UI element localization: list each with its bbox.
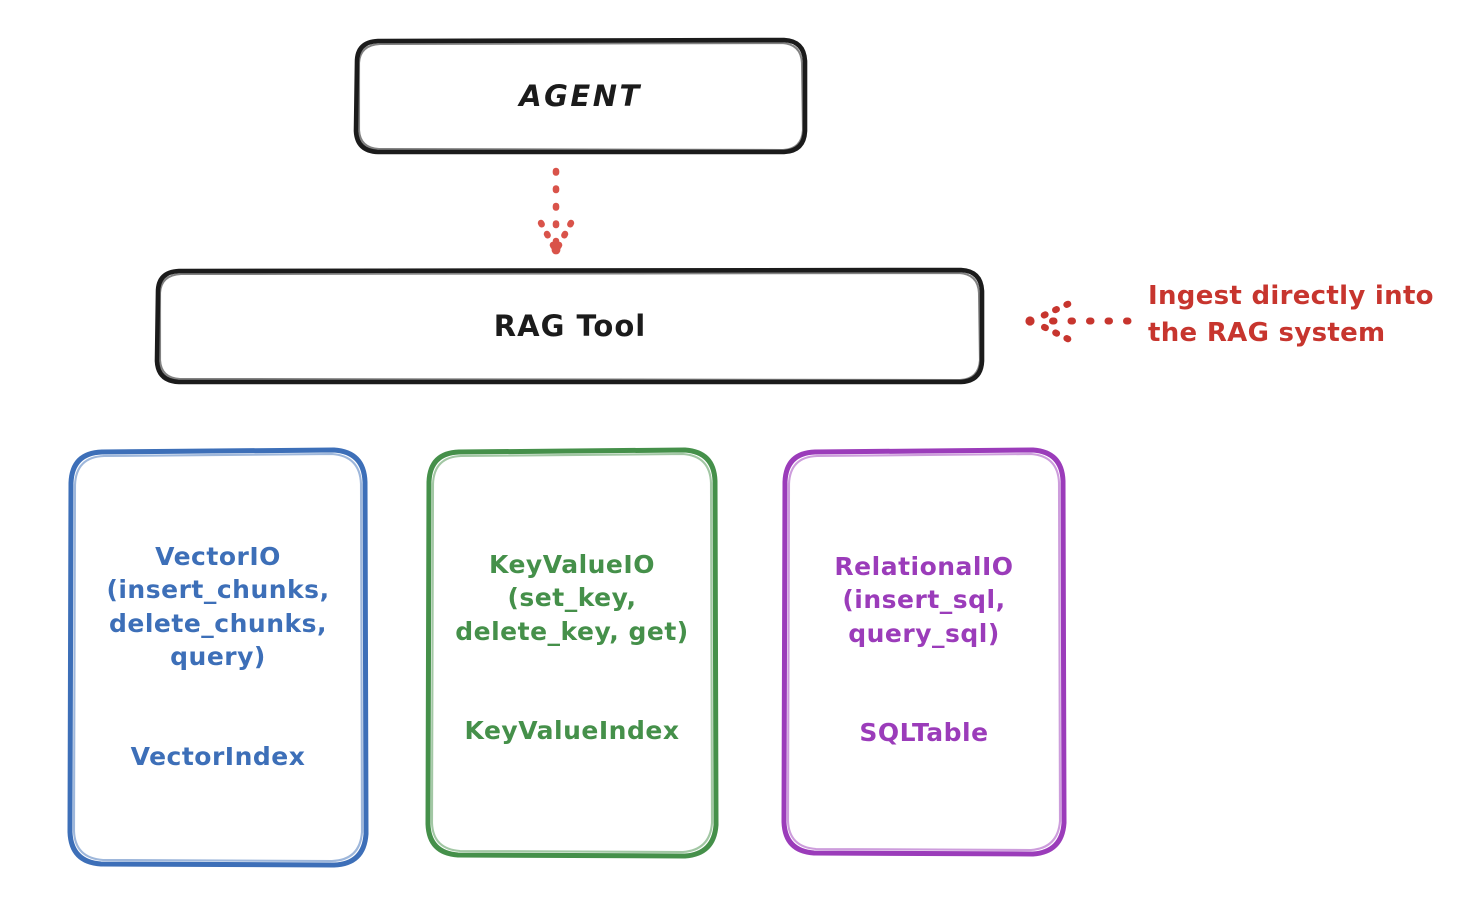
key-value-io-node-label: KeyValueIO (set_key, delete_key, get) Ke… [455, 550, 689, 746]
ingest-to-rag-tool-arrow [1025, 300, 1132, 343]
agent-node-label: AGENT [519, 78, 642, 113]
agent-node[interactable]: AGENT [356, 40, 805, 153]
key-value-io-node[interactable]: KeyValueIO (set_key, delete_key, get) Ke… [428, 450, 716, 856]
relational-io-node[interactable]: RelationalIO (insert_sql, query_sql) SQL… [785, 450, 1063, 854]
agent-to-rag-tool-arrow [537, 167, 575, 255]
relational-io-node-label: RelationalIO (insert_sql, query_sql) SQL… [834, 552, 1014, 748]
vector-io-node-label: VectorIO (insert_chunks, delete_chunks, … [106, 542, 330, 771]
rag-tool-node[interactable]: RAG Tool [157, 270, 983, 383]
ingest-annotation-label: Ingest directly into the RAG system [1148, 281, 1434, 348]
vector-io-node[interactable]: VectorIO (insert_chunks, delete_chunks, … [70, 450, 366, 866]
rag-tool-node-label: RAG Tool [493, 308, 647, 343]
